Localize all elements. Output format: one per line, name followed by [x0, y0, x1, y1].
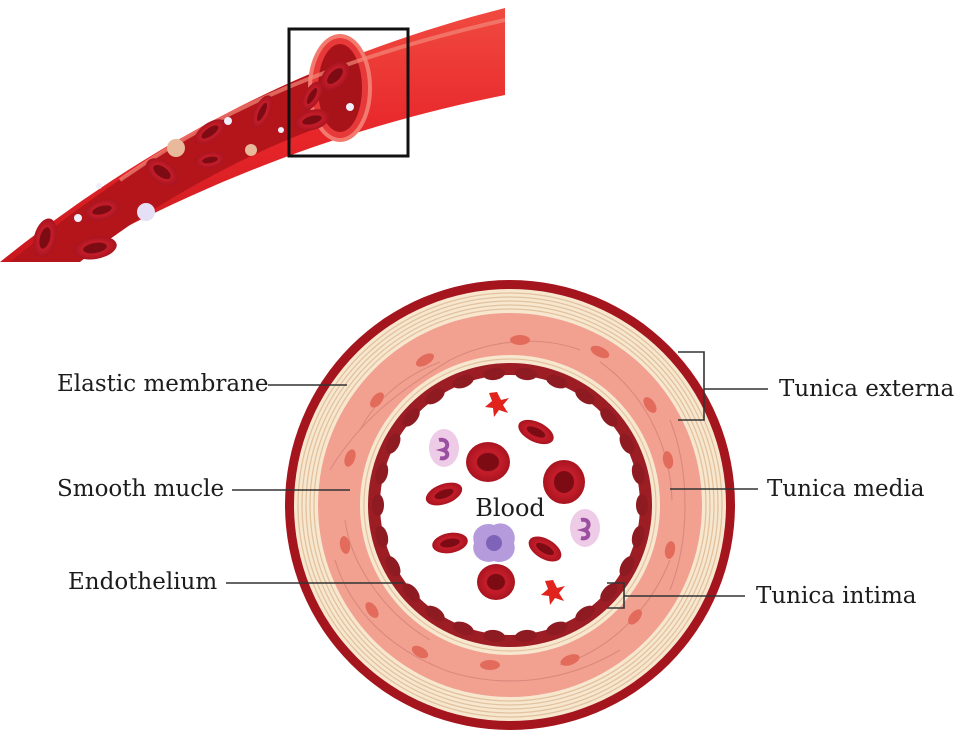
- vessel-leukocyte: [137, 203, 155, 221]
- vessel-leukocyte-2: [167, 139, 185, 157]
- label-tunica-media: Tunica media: [767, 476, 925, 502]
- leukocyte-left: [429, 429, 459, 467]
- cross-section: Blood: [285, 280, 735, 730]
- vessel-illustration: [0, 8, 505, 263]
- vessel-platelet-2: [96, 183, 102, 189]
- label-tunica-externa: Tunica externa: [779, 376, 954, 402]
- vessel-platelet: [74, 214, 82, 222]
- vessel-platelet-5: [346, 103, 354, 111]
- endothelial-cell: [372, 494, 384, 516]
- vessel-platelet-3: [224, 117, 232, 125]
- blood-label: Blood: [475, 494, 545, 522]
- leukocyte-right: [570, 509, 600, 547]
- vessel-leukocyte-3: [245, 144, 257, 156]
- label-endothelium: Endothelium: [68, 569, 217, 595]
- label-smooth-muscle: Smooth mucle: [57, 476, 224, 502]
- label-tunica-intima: Tunica intima: [756, 583, 917, 609]
- lymphocyte: [473, 523, 515, 562]
- label-elastic-membrane: Elastic membrane: [57, 371, 269, 397]
- endothelial-cell: [636, 494, 648, 516]
- vessel-platelet-4: [278, 127, 284, 133]
